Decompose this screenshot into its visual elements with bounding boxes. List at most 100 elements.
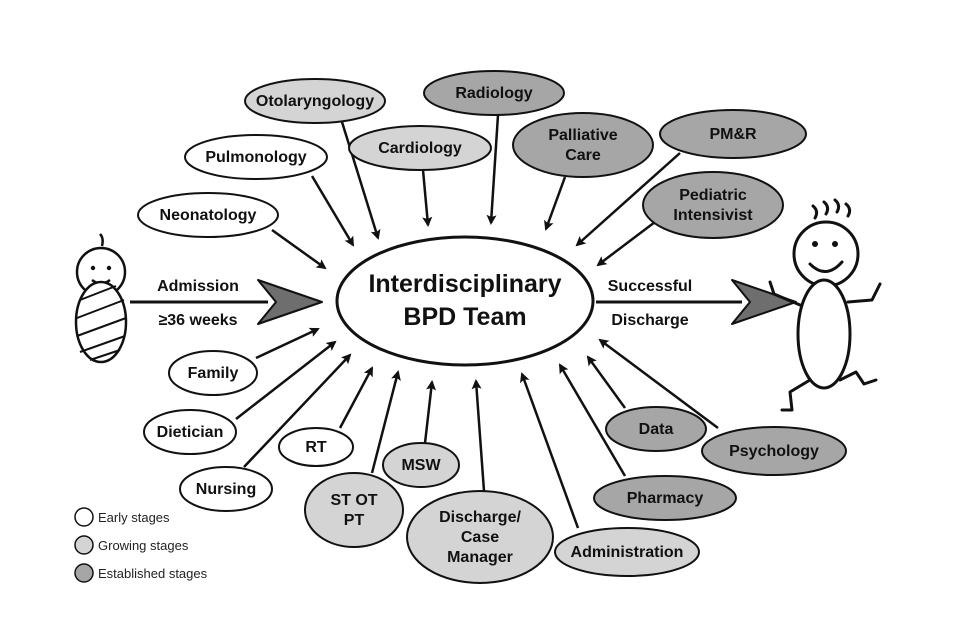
node-psychology: Psychology [701,426,847,476]
node-rt: RT [278,427,354,467]
node-dietician: Dietician [143,409,237,455]
discharge-label-line1: Successful [608,278,692,295]
node-ellipse-msw [382,442,460,488]
node-label-pharmacy: Pharmacy [627,490,704,507]
node-label-cardiology: Cardiology [378,140,462,157]
node-label-st-ot-pt: PT [344,512,365,529]
arrow-psychology [598,338,719,430]
arrow-pharmacy [558,363,627,477]
node-cardiology: Cardiology [348,125,492,171]
arrow-st-ot-pt [370,370,401,474]
swaddled-baby-icon [74,233,128,364]
discharge-label-line2: Discharge [611,312,688,329]
admission-label-line2: ≥36 weeks [158,312,237,329]
arrow-radiology [486,114,500,225]
node-neonatology: Neonatology [137,192,279,238]
node-ellipse-rt [278,427,354,467]
center-title-line1: Interdisciplinary [368,270,561,298]
node-pulmonology: Pulmonology [184,134,328,180]
node-label-palliative-care: Palliative [548,127,617,144]
node-label-pulmonology: Pulmonology [205,149,306,166]
arrow-pediatric-intensivist [596,221,656,267]
node-pharmacy: Pharmacy [593,475,737,521]
node-ellipse-cardiology [348,125,492,171]
node-label-dietician: Dietician [157,424,224,441]
arrow-cardiology [421,169,433,227]
node-label-pediatric-intensivist: Intensivist [673,207,753,224]
admission-arrow [130,279,323,325]
node-data: Data [605,406,707,452]
node-family: Family [168,350,258,396]
node-label-msw: MSW [401,457,441,474]
node-ellipse-radiology [423,70,565,116]
arrow-msw [423,380,437,444]
node-ellipse-psychology [701,426,847,476]
node-label-st-ot-pt: ST OT [330,492,377,509]
arrow-palliative-care [544,176,567,231]
node-ellipse-pulmonology [184,134,328,180]
node-ellipse-family [168,350,258,396]
node-label-radiology: Radiology [455,85,532,102]
node-ellipse-neonatology [137,192,279,238]
legend-label-established: Established stages [98,566,208,581]
happy-child-icon [768,198,882,412]
node-label-discharge-case-manager: Manager [447,549,513,566]
node-ellipse-pediatric-intensivist [642,171,784,239]
node-label-data: Data [639,421,674,438]
node-ellipse-st-ot-pt [304,472,404,548]
arrow-administration [520,372,580,529]
node-label-discharge-case-manager: Discharge/ [439,509,521,526]
arrows-layer [235,114,719,529]
node-ellipse-otolaryngology [244,78,386,124]
arrow-discharge-case-manager [471,379,486,492]
node-pmr: PM&R [659,109,807,159]
center-title-line2: BPD Team [403,303,526,331]
node-nursing: Nursing [179,466,273,512]
node-ellipse-dietician [143,409,237,455]
node-label-nursing: Nursing [196,481,256,498]
arrow-nursing [243,353,352,468]
node-ellipse-pmr [659,109,807,159]
node-label-neonatology: Neonatology [160,207,257,224]
legend-swatch-established [74,563,94,583]
legend-swatch-growing [74,535,94,555]
node-label-palliative-care: Care [565,147,601,164]
arrow-data [586,355,627,409]
node-st-ot-pt: ST OT PT [304,472,404,548]
legend-label-growing: Growing stages [98,538,189,553]
node-label-pmr: PM&R [709,126,757,143]
legend-swatch-early [74,507,94,527]
arrow-neonatology [271,228,327,270]
node-ellipse-administration [554,527,700,577]
node-label-pediatric-intensivist: Pediatric [679,187,747,204]
node-administration: Administration [554,527,700,577]
node-label-otolaryngology: Otolaryngology [256,93,374,110]
node-label-discharge-case-manager: Case [461,529,499,546]
arrow-pmr [575,152,681,247]
node-msw: MSW [382,442,460,488]
node-otolaryngology: Otolaryngology [244,78,386,124]
node-ellipse-palliative-care [512,112,654,178]
legend-label-early: Early stages [98,510,170,525]
admission-label-line1: Admission [157,278,239,295]
center-team-ellipse [335,235,595,367]
arrow-family [255,327,320,360]
node-label-administration: Administration [571,544,684,561]
node-label-rt: RT [305,439,327,456]
arrow-rt [338,366,374,429]
node-label-psychology: Psychology [729,443,819,460]
node-label-family: Family [188,365,239,382]
arrow-pulmonology [310,175,355,247]
arrow-otolaryngology [340,121,381,240]
node-ellipse-discharge-case-manager [406,490,554,584]
arrow-dietician [235,340,337,420]
node-ellipse-data [605,406,707,452]
node-radiology: Radiology [423,70,565,116]
